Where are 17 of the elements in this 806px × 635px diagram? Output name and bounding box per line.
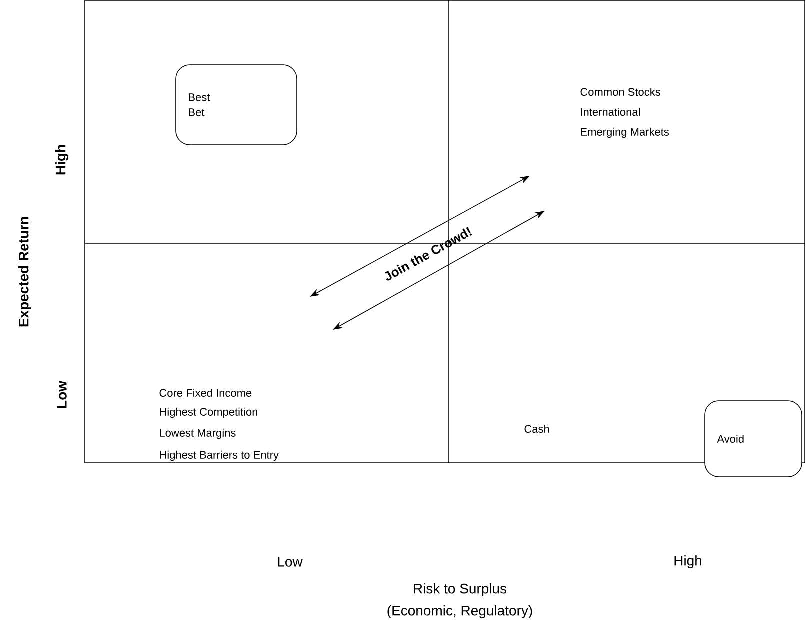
- quadrant-text: Lowest Margins: [160, 428, 236, 440]
- axis-label: High: [55, 145, 69, 175]
- quadrant-text: International: [581, 108, 640, 116]
- quadrant-text: Emerging Markets: [581, 128, 670, 138]
- quadrant-text: Highest Barriers to Entry: [160, 450, 279, 462]
- axis-label: Expected Return: [18, 217, 32, 327]
- quadrant-text: Cash: [524, 424, 550, 434]
- quadrant-text: Common Stocks: [580, 88, 660, 96]
- axis-label: Low: [278, 557, 303, 567]
- axis-label: (Economic, Regulatory): [388, 605, 532, 619]
- rounded-box: Best Bet: [176, 64, 298, 146]
- rounded-box: Avoid: [704, 400, 802, 478]
- quadrant-text: Core Fixed Income: [160, 388, 252, 398]
- axis-label: Low: [57, 380, 67, 408]
- axis-label: High: [674, 555, 702, 569]
- quadrant-text: Highest Competition: [160, 408, 258, 418]
- axis-label: Risk to Surplus: [414, 583, 507, 597]
